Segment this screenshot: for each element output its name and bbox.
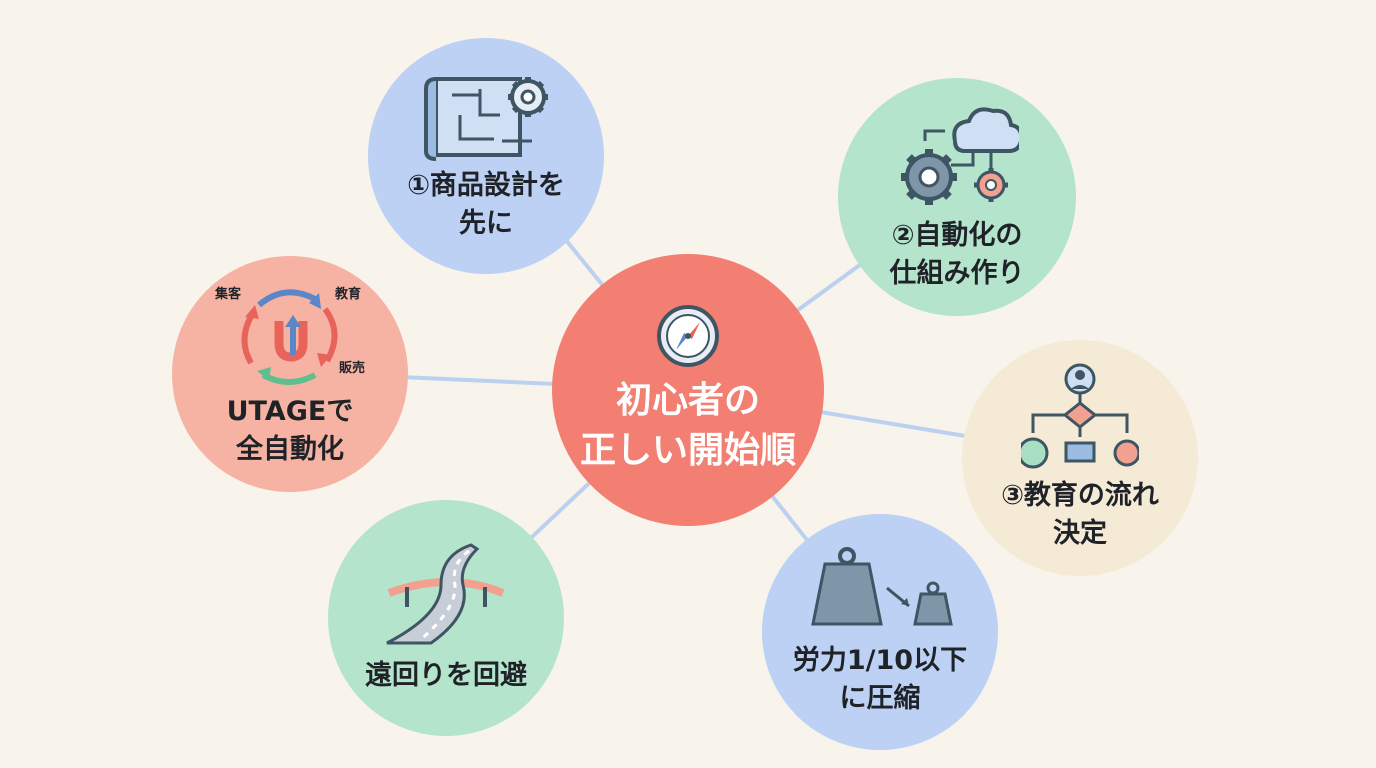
center-label: 初心者の 正しい開始順 <box>579 380 796 471</box>
cycle-label-attract: 集客 <box>215 287 242 302</box>
node-label: ②自動化の 仕組み作り <box>889 220 1025 289</box>
utage-cycle-icon <box>241 289 338 385</box>
center-node: 初心者の 正しい開始順 <box>552 254 824 526</box>
cloud-gears-icon <box>901 107 1019 205</box>
node-label: 遠回りを回避 <box>365 660 527 691</box>
cycle-label-educate: 教育 <box>335 287 362 302</box>
node-product-design: ①商品設計を 先に <box>368 38 604 274</box>
node-automation: ②自動化の 仕組み作り <box>838 78 1076 316</box>
node-label: UTAGEで 全自動化 <box>226 396 354 465</box>
weights-icon <box>811 547 953 626</box>
node-detour: 遠回りを回避 <box>328 500 564 736</box>
node-label: ①商品設計を 先に <box>407 170 565 239</box>
utage-cycle: 集客 教育 販売 <box>215 279 365 389</box>
blueprint-gear-icon <box>424 77 548 161</box>
node-label: 労力1/10以下 に圧縮 <box>792 645 968 714</box>
node-label: ③教育の流れ 決定 <box>1001 480 1159 549</box>
cycle-label-sell: 販売 <box>339 361 366 376</box>
node-utage: 集客 教育 販売 UTAGEで 全自動化 <box>172 256 408 492</box>
node-education-flow: ③教育の流れ 決定 <box>962 340 1198 576</box>
road-bridge-icon <box>386 543 505 645</box>
flowchart-icon <box>1021 363 1139 469</box>
node-effort: 労力1/10以下 に圧縮 <box>762 514 998 750</box>
compass-icon <box>657 305 719 367</box>
